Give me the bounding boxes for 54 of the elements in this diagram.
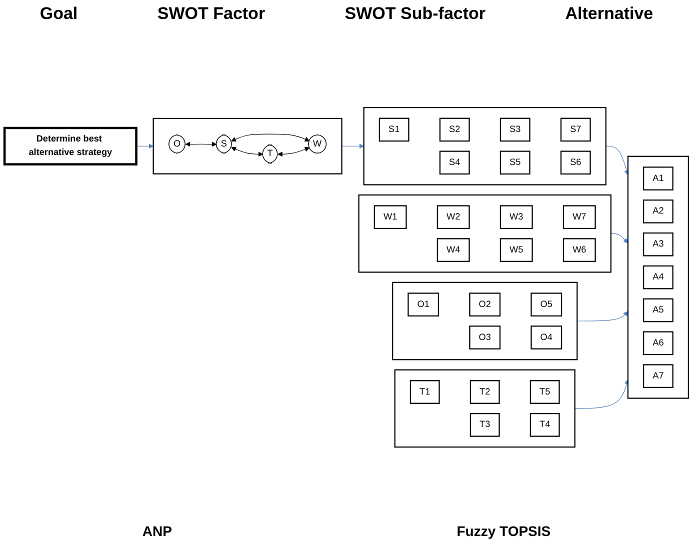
arrow bbox=[231, 147, 264, 157]
node-box: A1 bbox=[642, 166, 674, 191]
node-box: A7 bbox=[642, 364, 674, 388]
node-box: A3 bbox=[642, 232, 674, 256]
cluster bbox=[358, 194, 612, 273]
node-box: A2 bbox=[642, 200, 674, 224]
node-box: S3 bbox=[500, 118, 530, 142]
node-box: W3 bbox=[500, 205, 533, 230]
node-box: A5 bbox=[642, 298, 674, 322]
cluster bbox=[152, 118, 342, 175]
node-box: O3 bbox=[469, 326, 501, 350]
method-label: Fuzzy TOPSIS bbox=[456, 523, 551, 541]
arrow bbox=[136, 144, 154, 149]
arrow bbox=[606, 146, 630, 176]
node-box: S7 bbox=[560, 118, 591, 142]
node-box: S4 bbox=[439, 150, 470, 175]
node-box: T1 bbox=[410, 380, 440, 404]
node-box: O4 bbox=[530, 326, 562, 350]
node-box: T5 bbox=[530, 380, 560, 404]
node-box: S1 bbox=[378, 118, 410, 142]
node-box: T2 bbox=[470, 380, 500, 404]
node-box: W5 bbox=[500, 238, 533, 262]
arrow bbox=[342, 144, 364, 149]
method-label: ANP bbox=[142, 523, 172, 541]
column-heading: Alternative bbox=[565, 4, 654, 25]
node-box: O2 bbox=[469, 292, 501, 317]
arrow bbox=[574, 380, 630, 409]
node-box: T3 bbox=[470, 413, 500, 438]
node-box: Determine best alternative strategy bbox=[3, 127, 138, 166]
arrow bbox=[231, 134, 310, 142]
column-heading: SWOT Sub-factor bbox=[344, 4, 486, 25]
node-box: W4 bbox=[436, 238, 470, 262]
node-box: W2 bbox=[436, 205, 470, 230]
column-heading: Goal bbox=[40, 4, 78, 25]
arrow bbox=[185, 142, 217, 147]
column-heading: SWOT Factor bbox=[157, 4, 266, 25]
node-box: W7 bbox=[562, 205, 596, 230]
node-box: O1 bbox=[408, 292, 440, 317]
arrow bbox=[278, 147, 310, 157]
cluster bbox=[627, 156, 690, 399]
node-box: A6 bbox=[642, 331, 674, 356]
node-box: W6 bbox=[562, 238, 596, 262]
node-box: S6 bbox=[560, 150, 591, 175]
node-box: A4 bbox=[642, 266, 674, 290]
cluster bbox=[394, 369, 576, 448]
node-box: W1 bbox=[374, 205, 407, 230]
cluster bbox=[392, 282, 578, 360]
arrow bbox=[576, 311, 628, 322]
node-box: S2 bbox=[439, 118, 470, 142]
node-box: O5 bbox=[530, 292, 562, 317]
node-box: T4 bbox=[530, 413, 560, 438]
arrow bbox=[610, 234, 628, 244]
node-box: S5 bbox=[500, 150, 530, 175]
cluster bbox=[363, 107, 606, 186]
